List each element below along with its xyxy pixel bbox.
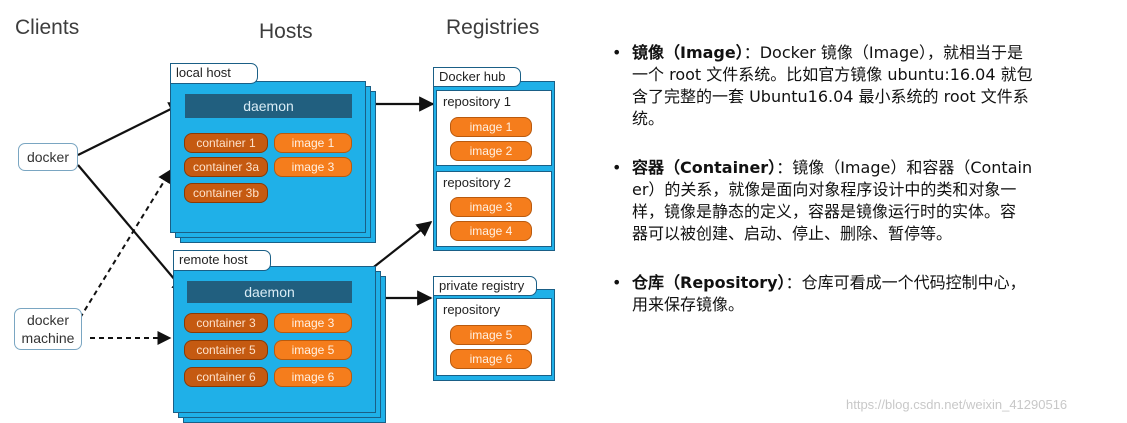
private-image-6: image 6 <box>450 349 532 369</box>
local-container-3b: container 3b <box>184 183 268 203</box>
hub-repo2-image-3: image 3 <box>450 197 532 217</box>
local-host-label: local host <box>170 63 258 84</box>
bullet-dot-repository: • <box>612 273 622 292</box>
remote-image-5: image 5 <box>274 340 352 360</box>
private-registry-label: private registry <box>433 276 537 296</box>
private-repository-title: repository <box>443 302 501 317</box>
registries-column-title: Registries <box>446 16 540 39</box>
arrow-machine-to-local-host <box>79 168 172 319</box>
remote-image-6: image 6 <box>274 367 352 387</box>
bullet-container: • 容器（Container）：镜像（Image）和容器（Contain er）… <box>612 157 1112 245</box>
bullet-dot-image: • <box>612 43 622 62</box>
local-daemon: daemon <box>185 94 352 118</box>
local-container-3a: container 3a <box>184 157 268 177</box>
bullet-image-term: 镜像（Image） <box>632 43 744 62</box>
bullet-repository-text-line1: ：仓库可看成一个代码控制中心， <box>785 273 1026 292</box>
bullet-image-line2: 一个 root 文件系统。比如官方镜像 ubuntu:16.04 就包 <box>632 65 1033 84</box>
bullet-repository: • 仓库（Repository）：仓库可看成一个代码控制中心， 用来保存镜像。 <box>612 272 1112 316</box>
bullet-container-text-line1: ：镜像（Image）和容器（Contain <box>776 158 1033 177</box>
remote-image-3: image 3 <box>274 313 352 333</box>
watermark: https://blog.csdn.net/weixin_41290516 <box>846 397 1068 412</box>
remote-container-6: container 6 <box>184 367 268 387</box>
bullet-image-line1: 镜像（Image）：Docker 镜像（Image），就相当于是 <box>632 42 1112 64</box>
bullet-container-line4: 器可以被创建、启动、停止、删除、暂停等。 <box>632 224 953 243</box>
remote-container-3: container 3 <box>184 313 268 333</box>
remote-host-label: remote host <box>173 250 271 271</box>
arrow-docker-to-local-daemon <box>77 102 185 156</box>
repository-1-title: repository 1 <box>443 94 511 109</box>
bullet-container-line2: er）的关系，就像是面向对象程序设计中的类和对象一 <box>632 180 1017 199</box>
remote-container-5: container 5 <box>184 340 268 360</box>
local-container-1: container 1 <box>184 133 268 153</box>
private-image-5: image 5 <box>450 325 532 345</box>
remote-daemon: daemon <box>187 281 352 303</box>
hub-repo2-image-4: image 4 <box>450 221 532 241</box>
bullet-repository-line2: 用来保存镜像。 <box>632 295 745 314</box>
docker-client-box: docker <box>18 143 78 171</box>
bullet-container-line3: 样，镜像是静态的定义，容器是镜像运行时的实体。容 <box>632 202 1017 221</box>
bullet-image: • 镜像（Image）：Docker 镜像（Image），就相当于是 一个 ro… <box>612 42 1112 130</box>
local-image-3: image 3 <box>274 157 352 177</box>
bullet-container-line1: 容器（Container）：镜像（Image）和容器（Contain <box>632 157 1112 179</box>
bullet-repository-term: 仓库（Repository） <box>632 273 786 292</box>
local-image-1: image 1 <box>274 133 352 153</box>
bullet-image-line3: 含了完整的一套 Ubuntu16.04 最小系统的 root 文件系 <box>632 87 1029 106</box>
hub-repo1-image-2: image 2 <box>450 141 532 161</box>
bullet-container-term: 容器（Container） <box>632 158 777 177</box>
bullet-image-text-line1: ：Docker 镜像（Image），就相当于是 <box>743 43 1023 62</box>
bullet-repository-line1: 仓库（Repository）：仓库可看成一个代码控制中心， <box>632 272 1112 294</box>
clients-column-title: Clients <box>15 16 80 39</box>
hub-repo1-image-1: image 1 <box>450 117 532 137</box>
docker-machine-label-line2: machine <box>21 330 75 346</box>
bullet-dot-container: • <box>612 158 622 177</box>
docker-hub-label: Docker hub <box>433 67 521 87</box>
docker-client-label: docker <box>26 149 70 165</box>
bullet-image-line4: 统。 <box>632 109 665 128</box>
repository-2-title: repository 2 <box>443 175 511 190</box>
arrow-docker-to-remote-daemon <box>77 164 187 295</box>
docker-machine-label-line1: docker <box>26 312 70 328</box>
docker-machine-box: docker machine <box>14 308 82 350</box>
hosts-column-title: Hosts <box>259 20 313 43</box>
